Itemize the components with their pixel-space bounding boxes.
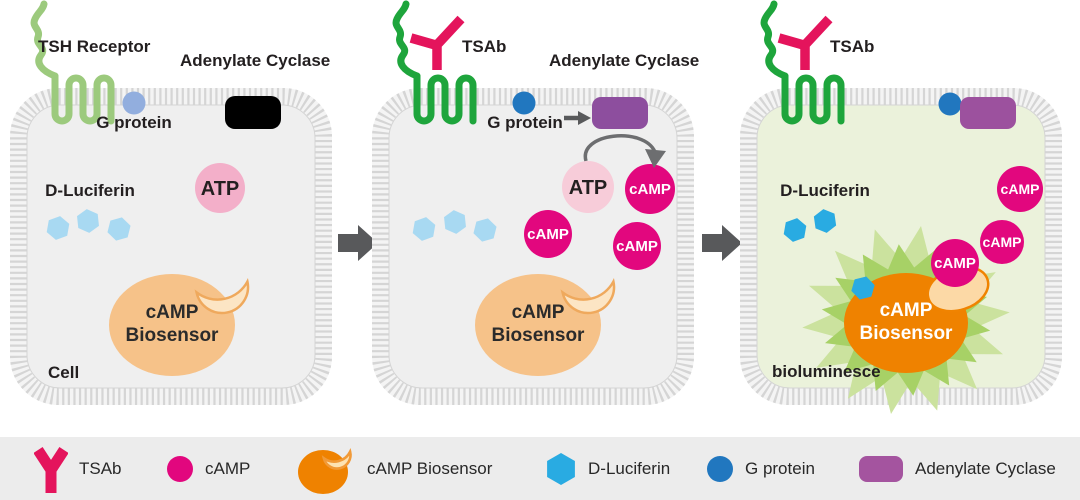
- panel-stimulation: TSAb Adenylate Cyclase G protein ATP cAM…: [372, 4, 699, 405]
- adenylate-cyclase-box: [960, 97, 1016, 129]
- camp-label: cAMP: [629, 181, 671, 198]
- legend-item-g-protein: G protein: [706, 437, 815, 500]
- atp-label: ATP: [201, 178, 240, 200]
- g-protein-dot: [938, 92, 962, 116]
- legend-label: Adenylate Cyclase: [915, 458, 1056, 478]
- flow-arrow: [338, 225, 378, 261]
- biosensor-label: Biosensor: [860, 323, 954, 344]
- camp-label: cAMP: [527, 226, 569, 243]
- biosensor-label: cAMP: [512, 302, 565, 323]
- legend-item-d-luciferin: D-Luciferin: [545, 437, 670, 500]
- g-protein-dot: [122, 91, 146, 115]
- legend-item-tsab: TSAb: [34, 437, 122, 500]
- tsab-antibody: [779, 19, 829, 70]
- conversion-arrow: [583, 134, 657, 162]
- d-luciferin-label: D-Luciferin: [45, 181, 135, 200]
- panel-bioluminescence: TSAb D-Luciferin cAMP cAMP cAMP cAMP Bio…: [740, 4, 1062, 414]
- camp-circle: [980, 220, 1024, 264]
- atp-circle: [562, 161, 614, 213]
- camp-circle: [625, 164, 675, 214]
- tsab-label: TSAb: [830, 37, 874, 56]
- tsab-antibody: [411, 19, 461, 70]
- mechanism-diagram: TSH Receptor Adenylate Cyclase G protein…: [10, 0, 1062, 414]
- camp-circle: [997, 166, 1043, 212]
- biosensor-label: Biosensor: [126, 325, 220, 346]
- conversion-arrowhead: [645, 149, 666, 168]
- tsh-receptor-label: TSH Receptor: [38, 37, 151, 56]
- g-protein-dot: [512, 91, 536, 115]
- biosensor-label: Biosensor: [492, 325, 586, 346]
- flow-arrow: [702, 225, 742, 261]
- biosensor-label: cAMP: [146, 302, 199, 323]
- legend-item-camp: cAMP: [166, 437, 250, 500]
- cell-membrane: [10, 88, 332, 405]
- g-protein-label: G protein: [487, 113, 563, 132]
- legend-bar: TSAb cAMP cAMP Biosensor D-Luciferin G p…: [0, 437, 1080, 500]
- camp-circle: [524, 210, 572, 258]
- panel-baseline: TSH Receptor Adenylate Cyclase G protein…: [10, 4, 332, 405]
- adenylate-cyclase-icon: [859, 455, 903, 482]
- legend-label: G protein: [745, 458, 815, 478]
- camp-label: cAMP: [983, 234, 1022, 250]
- atp-circle: [195, 163, 245, 213]
- camp-biosensor-icon: [298, 447, 352, 494]
- camp-circles: [931, 166, 1043, 287]
- g-protein-icon: [707, 455, 733, 482]
- camp-label: cAMP: [934, 255, 976, 272]
- legend-item-camp-biosensor: cAMP Biosensor: [296, 437, 492, 500]
- d-luciferin-icon: [547, 452, 575, 485]
- adenylate-cyclase-box: [225, 96, 281, 129]
- legend-label: cAMP: [205, 458, 251, 478]
- camp-circle: [613, 222, 661, 270]
- camp-icon: [167, 455, 193, 482]
- activation-arrow: [564, 111, 591, 125]
- g-protein-label: G protein: [96, 113, 172, 132]
- adenylate-cyclase-label: Adenylate Cyclase: [549, 51, 699, 70]
- legend-item-adenylate-cyclase: Adenylate Cyclase: [858, 437, 1056, 500]
- adenylate-cyclase-box: [592, 97, 648, 129]
- camp-label: cAMP: [1001, 181, 1040, 197]
- camp-circles: [524, 164, 675, 270]
- atp-label: ATP: [569, 177, 608, 199]
- cell-interior: [26, 104, 316, 389]
- cell-label: Cell: [48, 363, 79, 382]
- camp-circle: [931, 239, 979, 287]
- camp-label: cAMP: [616, 238, 658, 255]
- tsab-icon: [34, 446, 68, 493]
- legend-label: D-Luciferin: [588, 458, 671, 478]
- d-luciferin-label: D-Luciferin: [780, 181, 870, 200]
- adenylate-cyclase-label: Adenylate Cyclase: [180, 51, 330, 70]
- legend-label: TSAb: [79, 458, 122, 478]
- bioluminesce-label: bioluminesce: [772, 362, 881, 381]
- legend-label: cAMP Biosensor: [367, 458, 493, 478]
- tsab-label: TSAb: [462, 37, 506, 56]
- biosensor-label: cAMP: [880, 300, 933, 321]
